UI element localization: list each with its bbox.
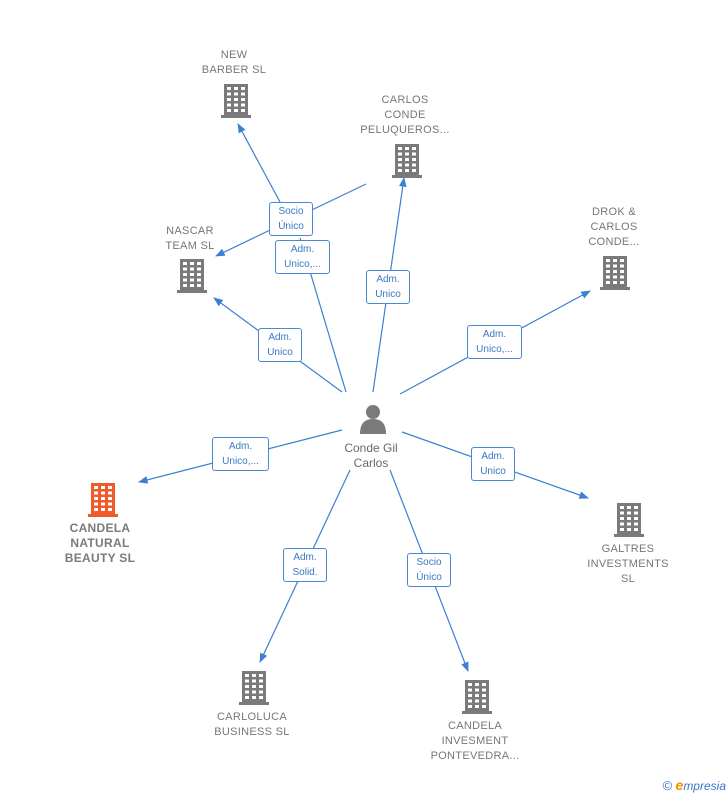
company-label-line: PONTEVEDRA...: [430, 750, 520, 762]
relation-label-line: Unico,...: [476, 344, 513, 355]
relation-label-line: Adm.: [481, 451, 505, 462]
company-label-line: GALTRES: [601, 543, 655, 555]
company-label-line: NASCAR: [166, 225, 214, 237]
relation-label-line: Unico,...: [222, 456, 259, 467]
relation-label-line: Unico: [480, 466, 506, 477]
company-label-drok[interactable]: DROK & CARLOS CONDE...: [564, 205, 664, 250]
company-label-line: INVESMENT: [441, 735, 509, 747]
relation-label-line: Adm.: [228, 441, 253, 452]
empresia-logo-initial: e: [675, 777, 684, 793]
relation-label-line: Adm.: [268, 332, 292, 343]
relation-label-line: Adm.: [482, 329, 507, 340]
company-label-line: CANDELA: [69, 521, 131, 535]
center-person-label[interactable]: Conde Gil Carlos: [330, 441, 412, 471]
company-label-line: CANDELA: [447, 720, 503, 732]
relation-label-line: Único: [416, 572, 442, 583]
building-icon[interactable]: [392, 144, 422, 178]
building-icon[interactable]: [88, 483, 118, 517]
relation-label[interactable]: Adm. Solid.: [283, 548, 327, 582]
company-label-candela-invesment[interactable]: CANDELA INVESMENT PONTEVEDRA...: [415, 719, 535, 764]
company-label-line: BARBER SL: [201, 64, 267, 76]
relation-label[interactable]: Adm. Unico: [258, 328, 302, 362]
company-label-line: CARLOS: [590, 221, 638, 233]
company-label-line: CONDE: [384, 109, 426, 121]
company-label-line: DROK &: [592, 206, 636, 218]
building-icon[interactable]: [462, 680, 492, 714]
person-icon[interactable]: [360, 405, 386, 434]
relation-label[interactable]: Adm. Unico,...: [275, 240, 330, 274]
building-icon[interactable]: [239, 671, 269, 705]
relation-label-line: Unico,...: [284, 259, 321, 270]
relation-label-line: Unico: [267, 347, 293, 358]
company-label-line: TEAM SL: [165, 240, 215, 252]
building-icon[interactable]: [614, 503, 644, 537]
company-label-line: NATURAL: [70, 536, 130, 550]
relation-label[interactable]: Adm. Unico: [471, 447, 515, 481]
company-label-galtres[interactable]: GALTRES INVESTMENTS SL: [572, 542, 684, 587]
center-name-line1: Conde Gil: [344, 441, 398, 455]
relation-label[interactable]: Socio Único: [407, 553, 451, 587]
company-label-line: CARLOS: [381, 94, 429, 106]
building-icon[interactable]: [177, 259, 207, 293]
company-label-carlos-conde[interactable]: CARLOS CONDE PELUQUEROS...: [345, 93, 465, 138]
company-label-nascar[interactable]: NASCAR TEAM SL: [140, 224, 240, 254]
relation-label-line: Socio: [416, 557, 442, 568]
building-icon[interactable]: [600, 256, 630, 290]
relation-label-line: Unico: [375, 289, 401, 300]
company-label-line: SL: [620, 573, 636, 585]
relation-label-line: Adm.: [290, 244, 315, 255]
relation-label[interactable]: Adm. Unico,...: [467, 325, 522, 359]
empresia-footer[interactable]: © empresia: [663, 777, 726, 793]
company-label-line: PELUQUEROS...: [360, 124, 450, 136]
empresia-logo-text: mpresia: [683, 779, 726, 793]
company-label-line: NEW: [220, 49, 248, 61]
copyright-icon: ©: [662, 778, 673, 793]
company-label-line: BUSINESS SL: [214, 726, 290, 738]
relation-label-line: Adm.: [293, 552, 317, 563]
company-label-line: BEAUTY SL: [64, 551, 136, 565]
company-label-new-barber[interactable]: NEW BARBER SL: [184, 48, 284, 78]
relation-label[interactable]: Adm. Unico,...: [212, 437, 269, 471]
relation-label-line: Solid.: [292, 567, 318, 578]
company-label-line: INVESTMENTS: [587, 558, 669, 570]
relation-label[interactable]: Socio Único: [269, 202, 313, 236]
relation-label[interactable]: Adm. Unico: [366, 270, 410, 304]
relation-label-line: Socio: [278, 206, 304, 217]
company-label-line: CONDE...: [588, 236, 640, 248]
edge-new-barber: [237, 123, 281, 203]
relation-label-line: Adm.: [376, 274, 400, 285]
building-icon[interactable]: [221, 84, 251, 118]
company-label-candela-natural[interactable]: CANDELA NATURAL BEAUTY SL: [50, 521, 150, 566]
relation-label-line: Único: [278, 221, 304, 232]
center-name-line2: Carlos: [353, 456, 389, 470]
company-label-line: CARLOLUCA: [217, 711, 287, 723]
company-label-carloluca[interactable]: CARLOLUCA BUSINESS SL: [198, 710, 306, 740]
